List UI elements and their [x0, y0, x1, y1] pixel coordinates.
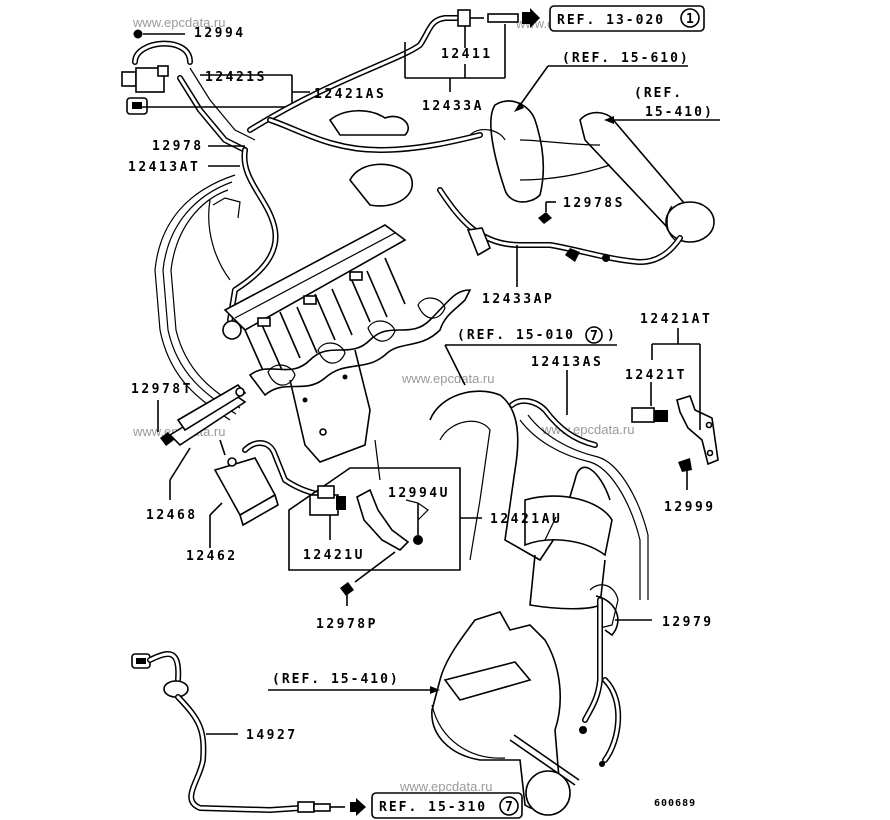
part-label-14927[interactable]: 14927: [246, 728, 298, 743]
watermark: www.epcdata.ru: [401, 371, 495, 386]
part-label-12433A[interactable]: 12433A: [422, 99, 484, 114]
intake-manifold-drawing: [154, 109, 483, 463]
part-label-12421AS[interactable]: 12421AS: [314, 87, 386, 102]
diagram-code: 600689: [654, 798, 696, 809]
part-label-12421U[interactable]: 12421U: [303, 548, 365, 563]
ref-link-15-010[interactable]: (REF. 15-010 7 ): [444, 326, 617, 386]
part-label-12411[interactable]: 12411: [441, 47, 493, 62]
ref-link-15-610[interactable]: (REF. 15-610): [514, 51, 690, 112]
ref-link-15-410-top[interactable]: (REF. 15-410): [604, 86, 720, 124]
ref-text: REF. 13-020: [557, 13, 665, 28]
part-label-12468[interactable]: 12468: [146, 508, 198, 523]
part-label-12978S[interactable]: 12978S: [563, 196, 625, 211]
arrow-right-icon: [350, 798, 366, 816]
watermark: www.epcdata.ru: [132, 15, 226, 30]
ref-link-15-310[interactable]: REF. 15-310 7: [371, 792, 523, 819]
part-label-12978T[interactable]: 12978T: [131, 382, 193, 397]
part-label-12421AU[interactable]: 12421AU: [490, 512, 562, 527]
part-label-12413AS[interactable]: 12413AS: [531, 355, 603, 370]
part-label-12421AT[interactable]: 12421AT: [640, 312, 712, 327]
leader-12421AU: [544, 516, 557, 541]
ref-text: ): [607, 328, 617, 343]
leader-12978P: [340, 551, 396, 606]
ref-link-13-020[interactable]: REF. 13-020 1: [549, 5, 705, 32]
relay-bracket-drawing: [160, 383, 323, 527]
ref-text: (REF. 15-410): [272, 672, 400, 687]
arrow-right-icon: [522, 8, 540, 28]
ref-text: (REF.: [634, 86, 683, 101]
part-label-12433AP[interactable]: 12433AP: [482, 292, 554, 307]
part-label-12994U[interactable]: 12994U: [388, 486, 450, 501]
leader-12421S: [140, 74, 310, 108]
ref-text: 15-410): [645, 105, 714, 120]
air-intake-drawing: [437, 100, 715, 265]
watermark: www.epcdata.ru: [399, 779, 493, 794]
ref-text: (REF. 15-010: [457, 328, 575, 343]
ref-circle-number: 7: [590, 329, 600, 344]
part-label-12421S[interactable]: 12421S: [205, 70, 267, 85]
vacuum-hose-drawing: [247, 8, 540, 133]
part-label-12979[interactable]: 12979: [662, 615, 714, 630]
sensor-bracket-drawing: [509, 395, 719, 600]
part-label-12994[interactable]: 12994: [194, 26, 246, 41]
part-label-12413AT[interactable]: 12413AT: [128, 160, 200, 175]
part-label-12978[interactable]: 12978: [152, 139, 204, 154]
part-label-12999[interactable]: 12999: [664, 500, 716, 515]
part-label-12462[interactable]: 12462: [186, 549, 238, 564]
ref-link-15-410-bottom[interactable]: (REF. 15-410): [268, 672, 440, 694]
sub-assembly-box: [288, 439, 482, 571]
turbo-pipe-drawing: [429, 390, 622, 816]
leader-12468: [169, 447, 191, 500]
leader-12421AT: [566, 328, 701, 430]
leader-12462: [209, 502, 223, 548]
oxygen-sensor-drawing: [131, 651, 366, 816]
ref-circle-number: 1: [686, 12, 696, 27]
ref-text: (REF. 15-610): [562, 51, 690, 66]
ref-text: REF. 15-310: [379, 800, 487, 815]
leader-12411: [404, 24, 506, 92]
part-label-12421T[interactable]: 12421T: [625, 368, 687, 383]
part-label-12978P[interactable]: 12978P: [316, 617, 378, 632]
solenoid-valve-drawing: [121, 29, 256, 153]
ref-circle-number: 7: [505, 800, 515, 815]
